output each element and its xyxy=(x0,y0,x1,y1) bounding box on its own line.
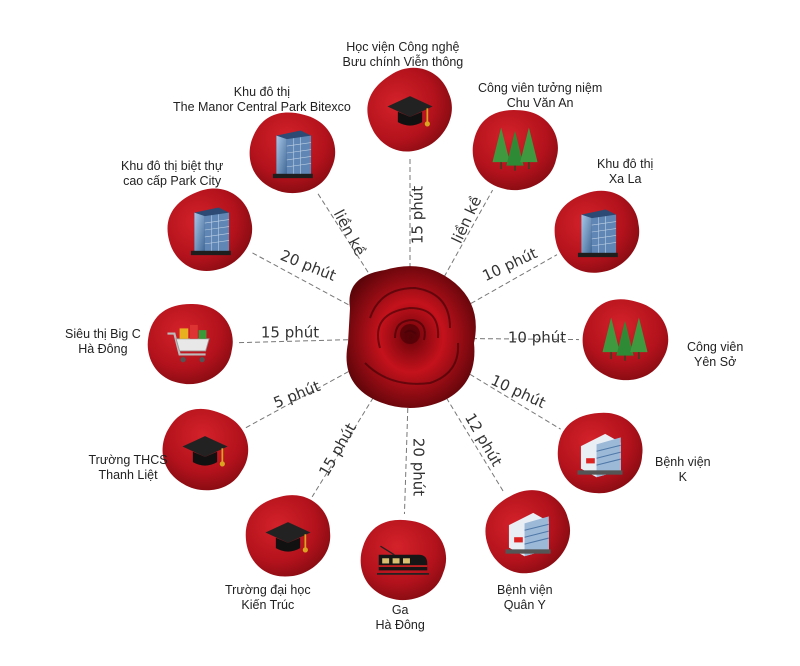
location-label-line2: Xa La xyxy=(608,172,642,186)
distance-label-manor: liền kề xyxy=(330,207,369,259)
location-node-gahadong xyxy=(360,519,447,601)
location-label-line1: Khu đô thị xyxy=(597,157,654,171)
distance-label-parkcity: 20 phút xyxy=(278,246,339,285)
connector-line-chuvanan xyxy=(439,189,494,285)
distance-label-bigc: 15 phút xyxy=(261,324,319,342)
connector-line-gahadong xyxy=(403,399,409,515)
location-label-line1: Siêu thị Big C xyxy=(65,327,141,341)
location-label-line1: Công viên xyxy=(687,340,744,354)
distance-label-gahadong: 20 phút xyxy=(410,438,428,496)
location-label-line1: Khu đô thị xyxy=(233,85,291,99)
location-node-benhvienk xyxy=(557,412,643,494)
location-label-line1: Trường đại học xyxy=(225,583,311,597)
location-label-line2: Quân Y xyxy=(503,598,546,612)
location-label-line2: Kiến Trúc xyxy=(241,598,295,612)
distance-label-thanhliet: 5 phút xyxy=(271,377,323,412)
building-icon xyxy=(577,209,619,258)
distance-label-ptit: 15 phút xyxy=(409,186,427,244)
location-node-xala xyxy=(554,190,640,273)
location-label-line1: Công viên tưởng niệm xyxy=(478,81,603,95)
location-label-line1: Ga xyxy=(391,603,409,617)
connector-line-kientruc xyxy=(311,390,378,498)
location-label-line2: Hà Đông xyxy=(78,342,128,356)
location-node-quany xyxy=(485,490,570,574)
location-label-line1: Khu đô thị biệt thự xyxy=(121,159,224,173)
connector-line-benhvienk xyxy=(462,369,561,430)
connector-line-quany xyxy=(441,390,505,493)
connector-line-manor xyxy=(316,191,378,286)
center-rose xyxy=(346,266,476,408)
location-label-line2: Thanh Liệt xyxy=(98,468,158,482)
location-label-line1: Trường THCS xyxy=(88,453,168,467)
location-node-parkcity xyxy=(167,188,253,271)
location-label-line1: Bệnh viện xyxy=(497,583,553,597)
location-label-line2: Hà Đông xyxy=(375,618,425,632)
connector-line-thanhliet xyxy=(245,367,356,429)
location-label-line2: K xyxy=(678,470,687,484)
distance-label-xala: 10 phút xyxy=(480,244,541,285)
connector-line-yenso xyxy=(471,338,580,341)
location-node-thanhliet xyxy=(162,408,249,491)
distance-label-chuvanan: liền kề xyxy=(448,193,485,246)
location-node-kientruc xyxy=(245,495,331,577)
location-label-line2: The Manor Central Park Bitexco xyxy=(173,100,351,114)
location-node-ptit xyxy=(367,67,452,152)
building-icon xyxy=(272,130,314,179)
distance-label-yenso: 10 phút xyxy=(508,329,566,347)
location-node-manor xyxy=(249,112,336,194)
location-label-line2: cao cấp Park City xyxy=(123,174,222,188)
distance-label-benhvienk: 10 phút xyxy=(488,371,549,412)
location-node-yenso xyxy=(582,299,669,381)
connector-line-parkcity xyxy=(250,251,356,309)
location-nodes xyxy=(147,67,669,601)
distance-label-quany: 12 phút xyxy=(461,410,506,470)
distance-label-kientruc: 15 phút xyxy=(315,420,360,480)
building-icon xyxy=(190,207,232,256)
location-node-bigc xyxy=(147,304,233,385)
location-label-line1: Học viện Công nghệ xyxy=(346,40,460,54)
connector-lines xyxy=(235,156,580,515)
location-label-line2: Bưu chính Viễn thông xyxy=(342,55,464,69)
location-label-line1: Bệnh viện xyxy=(655,455,711,469)
location-node-chuvanan xyxy=(472,110,558,191)
location-label-line2: Chu Văn An xyxy=(506,96,574,110)
connector-line-xala xyxy=(463,254,558,308)
connector-line-bigc xyxy=(235,339,349,344)
location-label-line2: Yên Sở xyxy=(694,355,737,369)
